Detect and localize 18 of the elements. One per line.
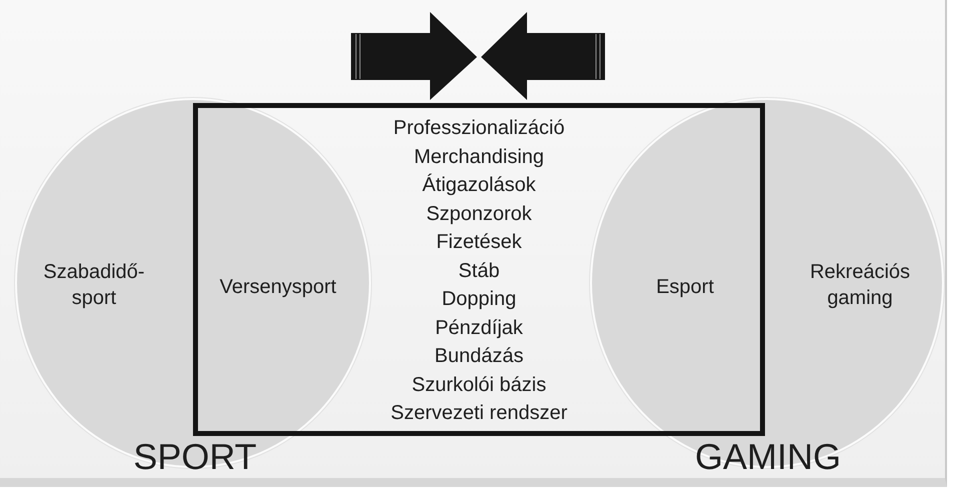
list-item: Dopping [442,287,516,312]
list-item: Merchandising [414,144,544,170]
circle-title: GAMING [695,439,841,475]
list-item: Szponzorok [426,202,532,226]
list-item: Stáb [458,258,500,284]
list-item: Pénzdíjak [435,316,523,340]
list-item: Fizetések [436,230,522,255]
list-item: Szervezeti rendszer [390,401,568,426]
list-item: Szurkolói bázis [412,372,546,398]
list-item: Átigazolások [422,172,536,198]
category-label: Esport [656,275,714,300]
list-item: Bundázás [434,344,524,369]
category-label: Versenysport [220,275,336,300]
list-item: Professzionalizáció [393,116,565,141]
circle-title: SPORT [133,439,257,475]
category-label: Szabadidő-sport [42,260,146,311]
frame-rectangle [193,103,765,436]
category-label: Rekreációs gaming [808,260,912,311]
